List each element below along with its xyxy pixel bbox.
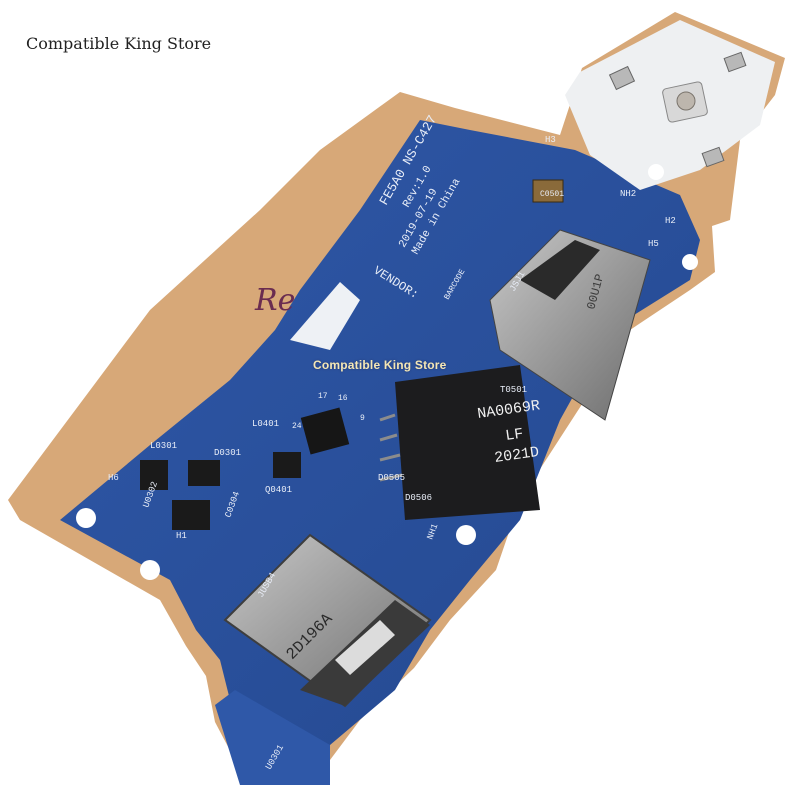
ref-l0401: L0401	[252, 419, 279, 429]
ref-l0301: L0301	[150, 441, 177, 451]
chip-marking-3: 2021D	[493, 444, 540, 467]
ref-q0401: Q0401	[265, 485, 292, 495]
ref-h1: H1	[176, 531, 187, 541]
ic-u0302	[140, 460, 168, 490]
ic-qfn	[300, 407, 350, 455]
mounting-hole	[456, 525, 476, 545]
ic-d0301	[188, 460, 220, 486]
chip-na0069r	[395, 365, 540, 520]
silkscreen-window	[290, 282, 360, 350]
led-2	[723, 51, 747, 73]
ref-d0506: D0506	[405, 493, 432, 503]
usb-port-tab	[335, 620, 395, 675]
pin-24: 24	[292, 422, 302, 431]
ref-h6: H6	[108, 473, 119, 483]
chip-marking-2: LF	[504, 426, 524, 445]
mounting-hole	[682, 254, 698, 270]
store-watermark-center: Compatible King Store	[313, 358, 447, 372]
pin-16: 16	[338, 394, 348, 403]
marker-scribble: Re	[254, 283, 295, 318]
usb-bottom-tab	[215, 690, 330, 785]
store-watermark-top: Compatible King Store	[26, 34, 212, 53]
ic-q0401	[273, 452, 301, 478]
ref-nh2: NH2	[620, 189, 636, 199]
ref-h2: H2	[665, 216, 676, 226]
ic-c0304	[172, 500, 210, 530]
tact-switch-knob	[676, 91, 696, 111]
pin-9: 9	[360, 414, 365, 423]
mounting-hole	[140, 560, 160, 580]
chip-pins	[379, 413, 403, 482]
ref-c0501: C0501	[540, 190, 564, 199]
capacitor-c0501	[532, 179, 564, 203]
sd-card-slot-frame	[520, 240, 600, 300]
mounting-hole	[648, 164, 664, 180]
ref-d0505: D0505	[378, 473, 405, 483]
ref-t0501: T0501	[500, 385, 527, 395]
led-1	[608, 65, 636, 91]
ref-h3: H3	[545, 135, 556, 145]
mounting-hole	[76, 508, 96, 528]
led-3	[701, 146, 725, 168]
ref-d0301: D0301	[214, 448, 241, 458]
ref-h5: H5	[648, 239, 659, 249]
pin-17: 17	[318, 392, 328, 401]
